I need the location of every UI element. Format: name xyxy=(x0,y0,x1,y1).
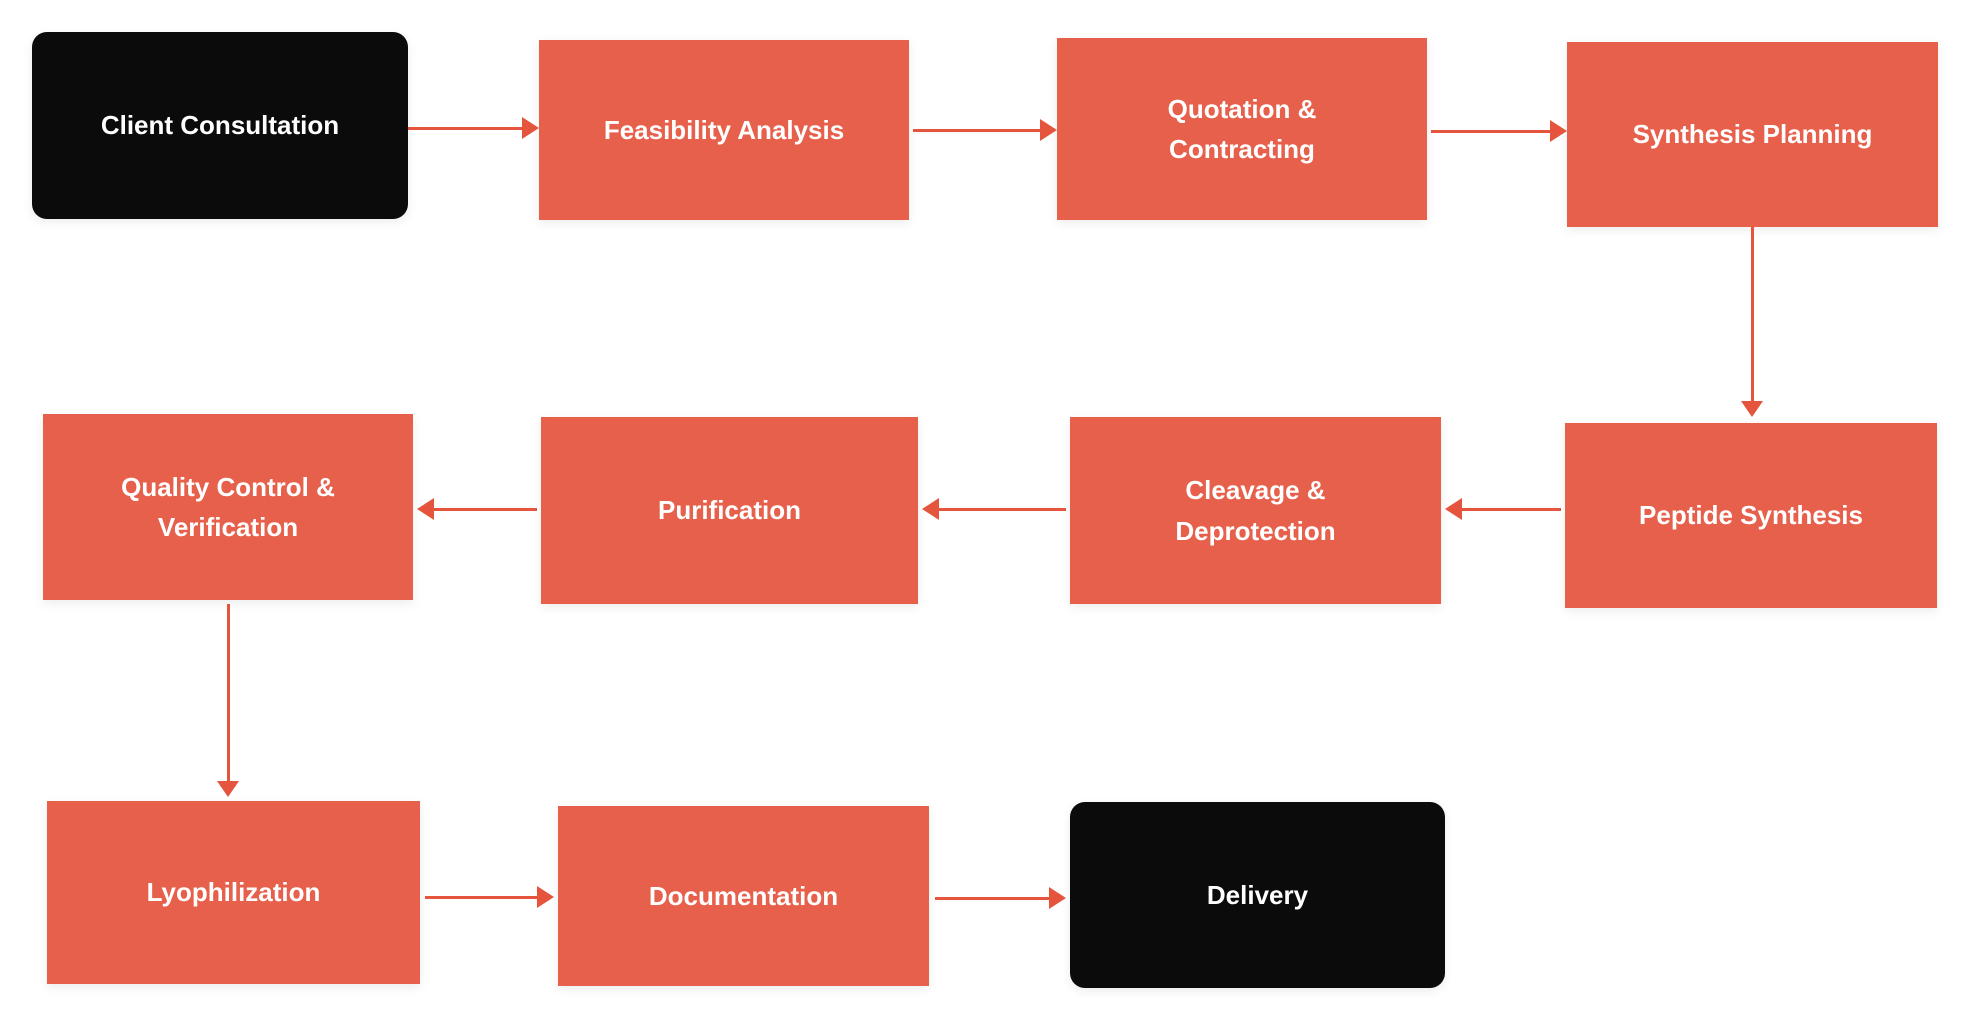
node-client-consultation: Client Consultation xyxy=(32,32,408,219)
arrow-lyophilization-to-documentation xyxy=(425,886,554,908)
node-label: Synthesis Planning xyxy=(1632,119,1873,150)
node-quotation-contracting: Quotation & Contracting xyxy=(1057,38,1427,220)
arrow-shaft xyxy=(408,126,526,130)
arrow-shaft xyxy=(1431,129,1554,133)
node-synthesis-planning: Synthesis Planning xyxy=(1567,42,1938,227)
arrowhead-right-icon xyxy=(522,117,539,139)
arrowhead-right-icon xyxy=(1550,120,1567,142)
node-documentation: Documentation xyxy=(558,806,929,986)
arrow-quality-control-verification-to-lyophilization xyxy=(217,604,239,797)
arrow-shaft xyxy=(1458,507,1561,511)
arrow-shaft xyxy=(425,895,541,899)
arrow-shaft xyxy=(913,128,1044,132)
node-label: Feasibility Analysis xyxy=(603,114,845,145)
arrow-client-consultation-to-feasibility-analysis xyxy=(408,117,539,139)
arrow-shaft xyxy=(935,507,1066,511)
node-label: Purification xyxy=(657,495,801,526)
arrow-cleavage-deprotection-to-purification xyxy=(922,498,1066,520)
arrow-synthesis-planning-to-peptide-synthesis xyxy=(1741,227,1763,417)
node-purification: Purification xyxy=(541,417,918,604)
node-label: Cleavage & Deprotection xyxy=(1175,475,1336,546)
arrowhead-right-icon xyxy=(1040,119,1057,141)
node-label: Quality Control & Verification xyxy=(121,471,335,542)
node-label: Quotation & Contracting xyxy=(1167,93,1317,164)
node-lyophilization: Lyophilization xyxy=(47,801,420,984)
arrowhead-down-icon xyxy=(217,781,239,797)
node-cleavage-deprotection: Cleavage & Deprotection xyxy=(1070,417,1441,604)
arrow-shaft xyxy=(935,896,1053,900)
node-label: Lyophilization xyxy=(146,877,321,908)
arrowhead-left-icon xyxy=(1445,498,1462,520)
node-label: Client Consultation xyxy=(100,110,340,141)
arrow-feasibility-analysis-to-quotation-contracting xyxy=(913,119,1057,141)
node-label: Delivery xyxy=(1206,879,1309,910)
arrow-purification-to-quality-control-verification xyxy=(417,498,537,520)
node-quality-control-verification: Quality Control & Verification xyxy=(43,414,413,600)
arrow-documentation-to-delivery xyxy=(935,887,1066,909)
arrowhead-down-icon xyxy=(1741,401,1763,417)
node-peptide-synthesis: Peptide Synthesis xyxy=(1565,423,1937,608)
arrow-shaft xyxy=(226,604,230,784)
arrow-shaft xyxy=(1750,227,1754,404)
arrow-quotation-contracting-to-synthesis-planning xyxy=(1431,120,1567,142)
arrowhead-right-icon xyxy=(1049,887,1066,909)
arrow-shaft xyxy=(430,507,537,511)
node-label: Documentation xyxy=(648,880,839,911)
arrowhead-left-icon xyxy=(417,498,434,520)
node-label: Peptide Synthesis xyxy=(1639,500,1863,531)
node-feasibility-analysis: Feasibility Analysis xyxy=(539,40,909,220)
arrowhead-left-icon xyxy=(922,498,939,520)
arrowhead-right-icon xyxy=(537,886,554,908)
node-delivery: Delivery xyxy=(1070,802,1445,988)
arrow-peptide-synthesis-to-cleavage-deprotection xyxy=(1445,498,1561,520)
